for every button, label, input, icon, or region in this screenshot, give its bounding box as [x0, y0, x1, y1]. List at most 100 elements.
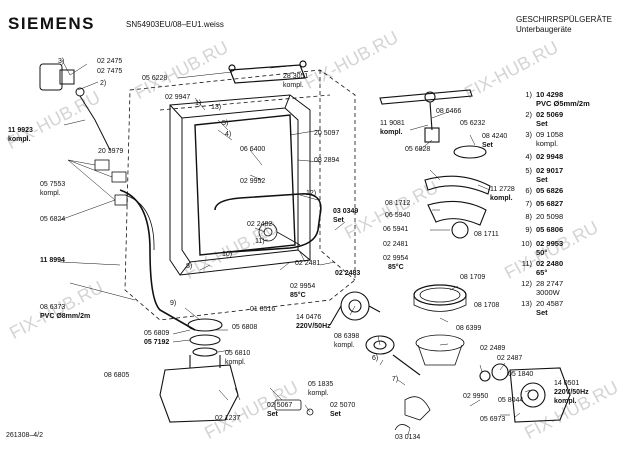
callout: 08 6466	[436, 108, 462, 115]
callout: 08 6373	[40, 304, 66, 311]
callout: 11)	[255, 238, 265, 245]
callout: kompl.	[334, 342, 355, 349]
callout: 06 5940	[385, 212, 411, 219]
callout: 8)	[186, 263, 193, 270]
callout: 08 6399	[456, 325, 482, 332]
tub-outline	[124, 69, 356, 321]
callout: 05 6808	[232, 324, 258, 331]
heater-element	[214, 193, 322, 253]
callout: 11 2728	[490, 186, 515, 193]
callout: 12)	[306, 190, 317, 197]
callout: 05 7192	[144, 339, 170, 346]
callout: Set	[482, 142, 493, 149]
callout: Set	[330, 411, 341, 418]
callout: 02 9950	[463, 393, 489, 400]
callout: 7)	[392, 376, 399, 383]
leader-lines	[59, 59, 531, 436]
callout: 08 1712	[385, 200, 411, 207]
callout: 2)	[100, 80, 107, 87]
callout: 02 2487	[497, 355, 523, 362]
callout: 05 6228	[142, 75, 168, 82]
callout: kompl.	[225, 359, 246, 366]
callout: 02 2489	[480, 345, 506, 352]
callout: 05 7553	[40, 181, 66, 188]
callout: 11 9923	[8, 127, 33, 134]
level-switch	[258, 222, 301, 246]
filter-assembly	[413, 284, 467, 366]
legend-item: 9)05 6806	[525, 225, 564, 234]
callout: kompl.	[380, 129, 403, 136]
callout: 02 5067	[267, 402, 293, 409]
document-number: 261308–4/2	[6, 432, 43, 439]
callout: 13)	[211, 104, 222, 111]
callout: 02 7475	[97, 68, 123, 75]
callout: 05 6810	[225, 350, 251, 357]
callout: kompl.	[490, 195, 513, 202]
bottom-parts	[274, 396, 431, 431]
callout: 02 1237	[215, 415, 241, 422]
callout: 02 2482	[247, 221, 273, 228]
callout: 20 3979	[98, 148, 124, 155]
callout: 05 6809	[144, 330, 170, 337]
side-brackets	[94, 159, 128, 206]
callout: kompl.	[8, 136, 31, 143]
callout: 02 9952	[240, 178, 266, 185]
callout: kompl.	[308, 390, 329, 397]
legend-item: 6)05 6826	[525, 186, 564, 195]
callout: 85°C	[290, 292, 306, 299]
callout: 05 6973	[480, 416, 506, 423]
legend-item: 7)05 6827	[525, 199, 564, 208]
callout: 05 6824	[40, 216, 66, 223]
top-rail	[228, 60, 307, 84]
callout: 08 2894	[314, 157, 340, 164]
callout: 05 1835	[308, 381, 334, 388]
callout: 05 1840	[508, 371, 534, 378]
legend-item: 4)02 9948	[525, 152, 564, 161]
callout: 03 0134	[395, 434, 421, 441]
callout: 02 2475	[97, 58, 123, 65]
upper-spray-arm	[379, 89, 487, 159]
callout: 06 5941	[383, 226, 409, 233]
callout: 02 9954	[290, 283, 316, 290]
callout: 14 0476	[296, 314, 322, 321]
door-seal	[194, 114, 296, 256]
model-number: SN54903EU/08–EU1.weiss	[126, 20, 224, 29]
callout: 05 6828	[405, 146, 431, 153]
callout: 02 5070	[330, 402, 356, 409]
callout: 02 9954	[383, 255, 409, 262]
callout: Set	[333, 217, 344, 224]
callout: 08 6805	[104, 372, 130, 379]
legend-item: 8)20 5098	[525, 212, 564, 221]
callout: 01 8516	[250, 306, 276, 313]
callout: 03 0349	[333, 208, 359, 215]
callout: 02 2481	[383, 241, 409, 248]
callout: 06 6400	[240, 146, 266, 153]
callout: 02 2483	[335, 270, 361, 277]
callout: PVC Ø8mm/2m	[40, 313, 91, 320]
callout: Set	[267, 411, 278, 418]
inner-tub	[169, 94, 311, 276]
callout: 5)	[222, 120, 229, 127]
drain-pump-motor	[479, 363, 571, 423]
callout: 08 1708	[474, 302, 500, 309]
lower-spray-arm	[424, 175, 491, 239]
callout: 9)	[170, 300, 177, 307]
callout: 11 9081	[380, 120, 405, 127]
callout: 220V/50Hz	[296, 323, 331, 330]
inlet-valve	[39, 63, 111, 151]
callout: 3)	[58, 58, 65, 65]
callout: 02 9947	[165, 94, 191, 101]
callout: 05 8044	[498, 397, 524, 404]
sump-assembly	[159, 318, 239, 423]
callout: 10)	[222, 251, 233, 258]
drain-hose	[119, 189, 196, 331]
callout: 05 6232	[460, 120, 486, 127]
